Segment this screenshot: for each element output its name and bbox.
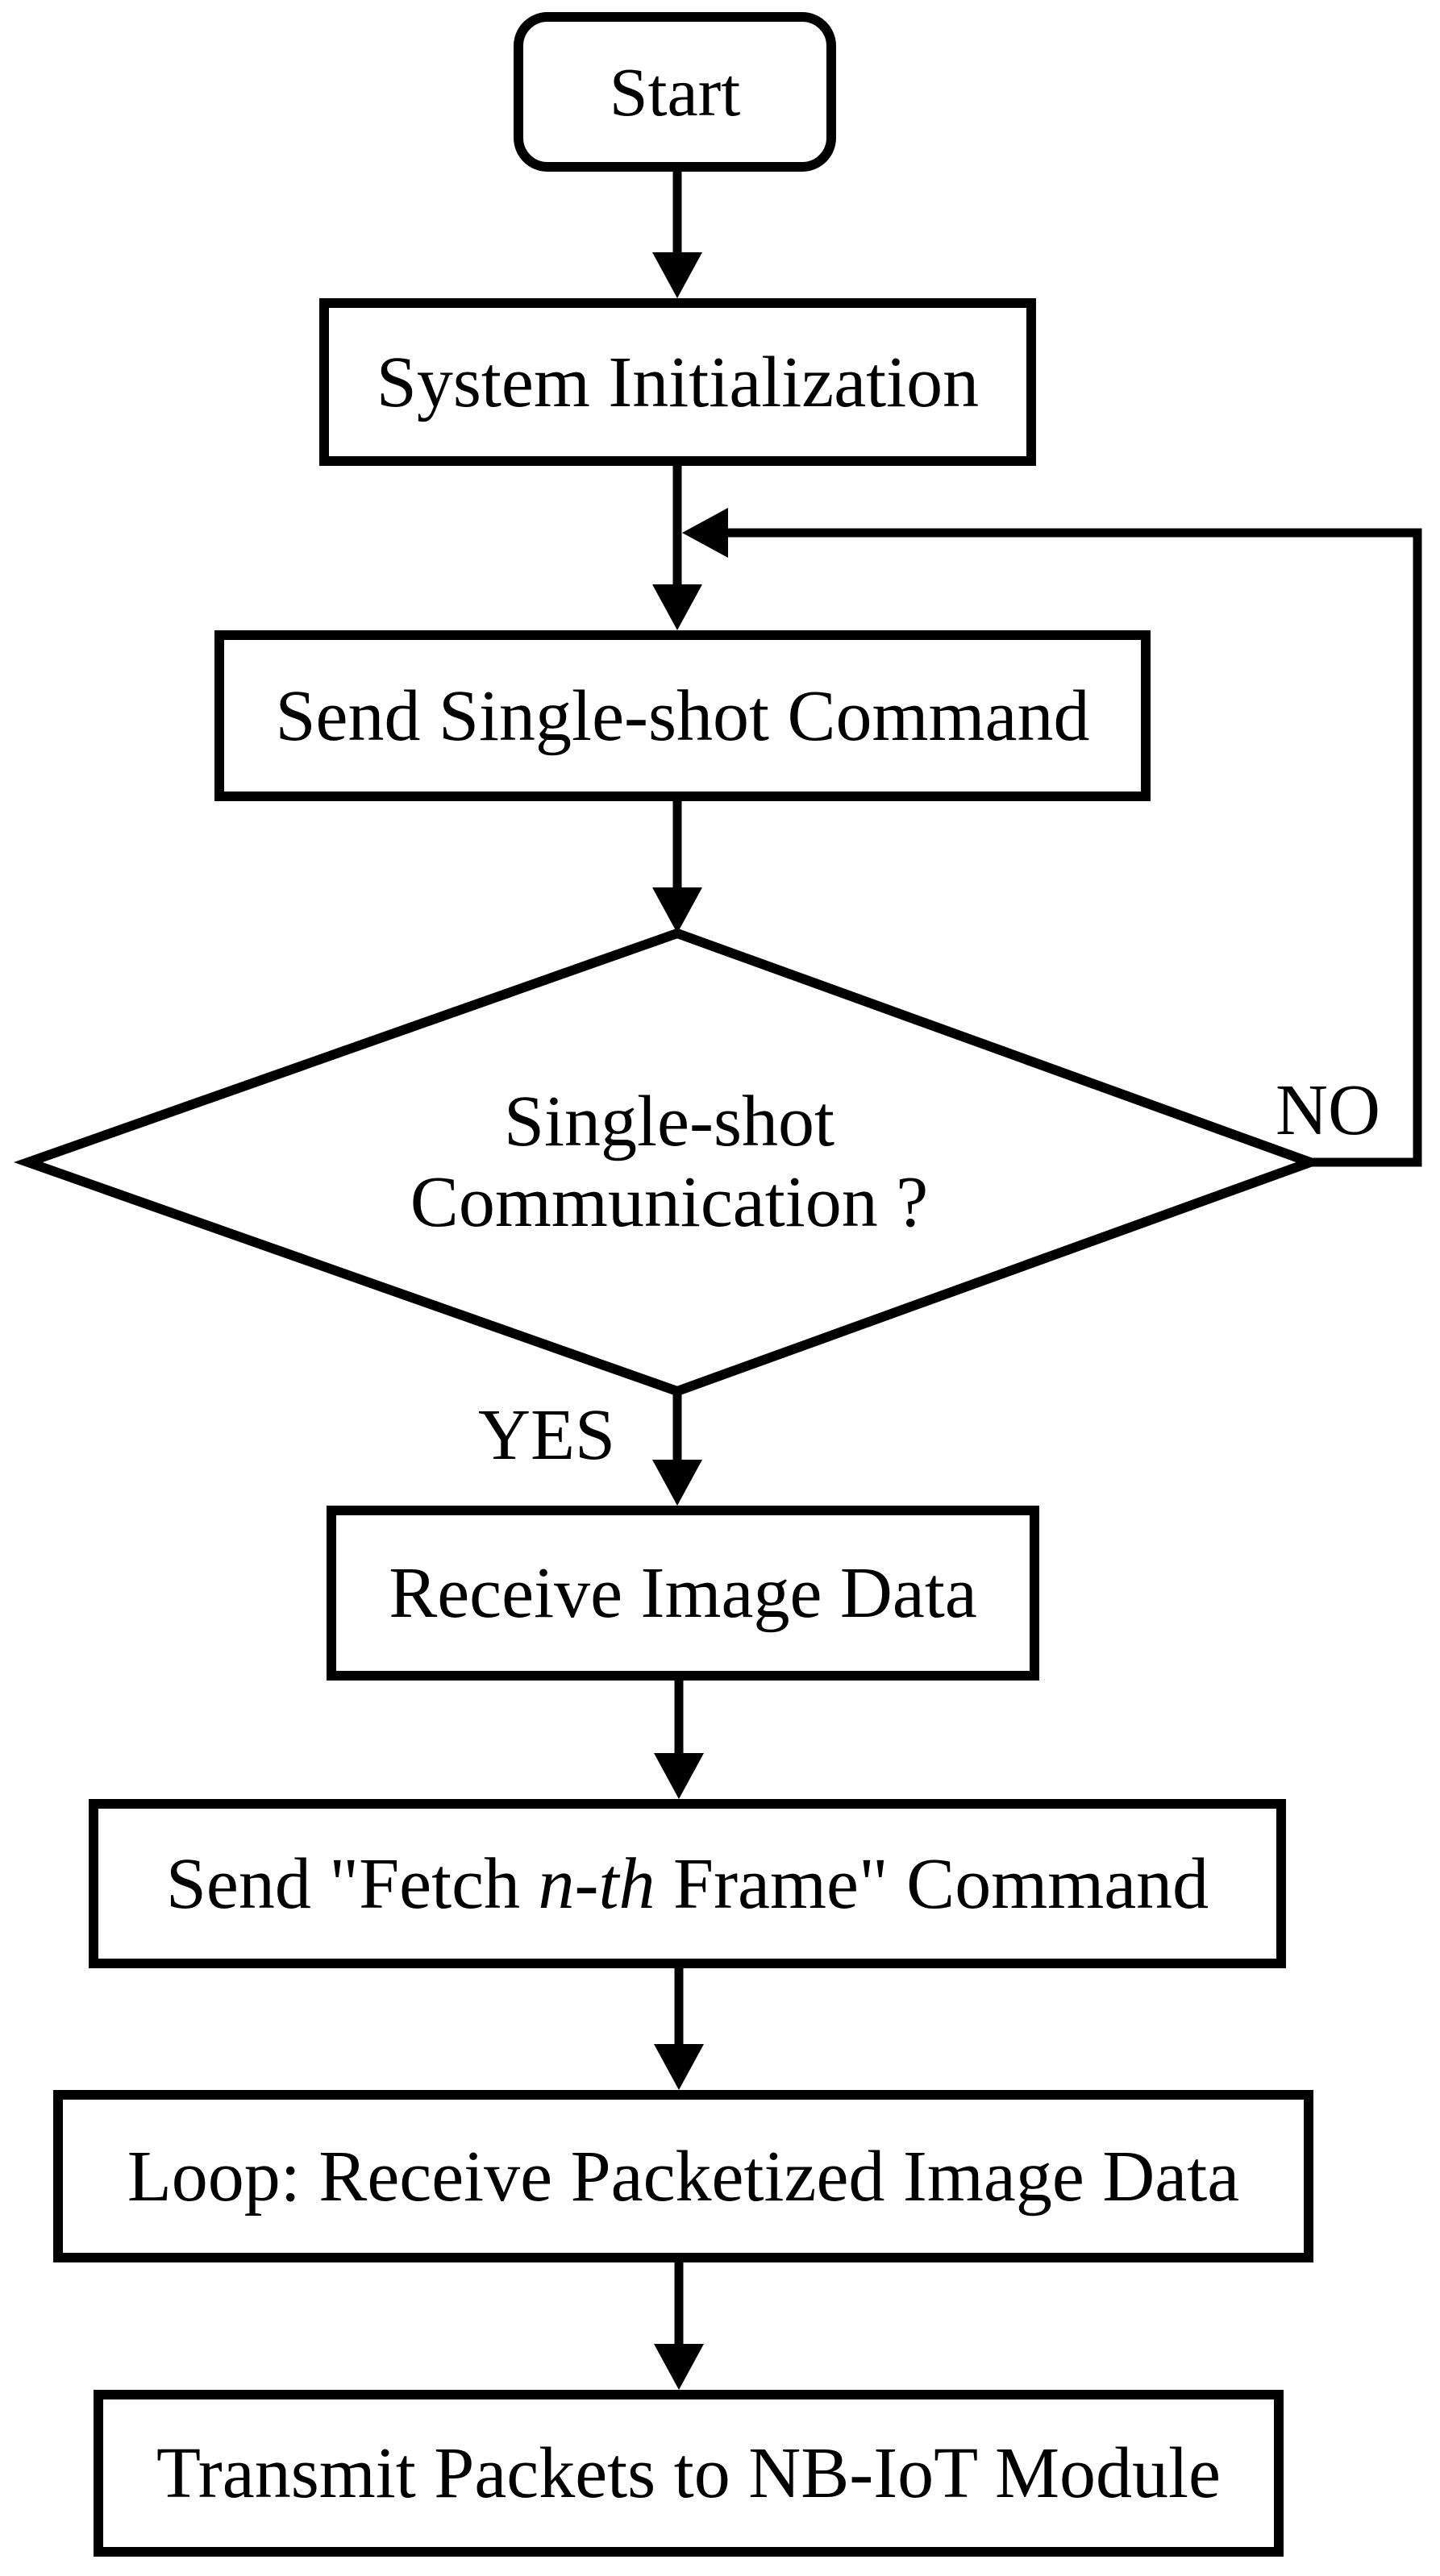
branch-label-yes-text: YES (478, 1395, 616, 1475)
arrowhead-down-icon (652, 1460, 702, 1506)
arrow-line (724, 528, 1422, 1167)
arrow-send-single-shot-to-decision (652, 801, 702, 933)
branch-label-yes: YES (478, 1399, 615, 1472)
arrow-decision-to-receive-image (652, 1391, 702, 1506)
branch-label-no-text: NO (1276, 1070, 1380, 1150)
node-send-fetch-frame-command-label: Send "Fetch n-th Frame" Command (166, 1844, 1209, 1924)
fetch-frame-label-italic: n-th (538, 1843, 655, 1924)
branch-label-no: NO (1276, 1074, 1380, 1147)
arrow-fetch-frame-to-loop-receive (654, 1968, 704, 2090)
arrow-no-loop-back (682, 508, 1422, 1167)
node-send-single-shot-command-label: Send Single-shot Command (275, 675, 1090, 756)
arrowhead-down-icon (652, 252, 702, 298)
node-send-single-shot-command: Send Single-shot Command (214, 630, 1151, 801)
node-start: Start (514, 12, 836, 172)
arrowhead-down-icon (654, 1753, 704, 1799)
node-receive-image-data-label: Receive Image Data (389, 1553, 977, 1633)
arrow-receive-image-to-fetch-frame (654, 1681, 704, 1799)
node-receive-image-data: Receive Image Data (327, 1506, 1039, 1681)
arrow-system-init-to-send-single-shot (652, 466, 702, 630)
node-start-label: Start (609, 52, 741, 131)
arrow-start-to-system-init (652, 172, 702, 298)
node-system-initialization: System Initialization (319, 298, 1036, 466)
arrowhead-down-icon (654, 2344, 704, 2390)
node-send-fetch-frame-command: Send "Fetch n-th Frame" Command (89, 1799, 1286, 1968)
fetch-frame-label-suffix: Frame" Command (655, 1843, 1209, 1924)
node-transmit-packets-to-nb-iot-module-label: Transmit Packets to NB-IoT Module (156, 2433, 1221, 2513)
arrowhead-down-icon (654, 2044, 704, 2090)
node-decision-shape (13, 928, 1325, 1397)
node-loop-receive-packetized-image-data-label: Loop: Receive Packetized Image Data (127, 2136, 1240, 2217)
node-system-initialization-label: System Initialization (376, 342, 980, 422)
arrowhead-down-icon (652, 887, 702, 933)
arrow-loop-receive-to-transmit (654, 2262, 704, 2390)
fetch-frame-label-prefix: Send "Fetch (165, 1843, 539, 1924)
arrowhead-down-icon (652, 584, 702, 630)
node-loop-receive-packetized-image-data: Loop: Receive Packetized Image Data (53, 2090, 1313, 2262)
node-transmit-packets-to-nb-iot-module: Transmit Packets to NB-IoT Module (94, 2390, 1284, 2557)
arrowhead-left-icon (682, 508, 728, 558)
